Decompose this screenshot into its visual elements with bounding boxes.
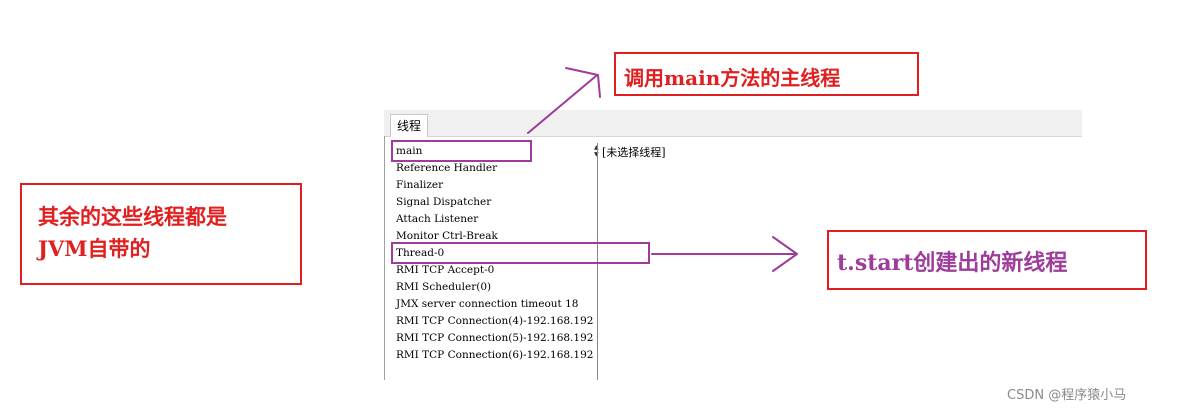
thread-item-rmi-tcp-accept[interactable]: RMI TCP Accept-0: [396, 264, 495, 276]
thread-item-rmi-scheduler[interactable]: RMI Scheduler(0): [396, 281, 492, 293]
split-pane-divider[interactable]: [597, 143, 598, 380]
thread-item-signal-dispatcher[interactable]: Signal Dispatcher: [396, 196, 492, 208]
thread-item-finalizer[interactable]: Finalizer: [396, 179, 444, 191]
callout-new-thread-text: t.start创建出的新线程: [837, 250, 1068, 276]
watermark: CSDN @程序猿小马: [1007, 388, 1127, 403]
tab-threads[interactable]: 线程: [390, 114, 429, 137]
tab-bar: 线程: [384, 110, 1082, 137]
thread-item-monitor-ctrl-break[interactable]: Monitor Ctrl-Break: [396, 230, 498, 242]
arrow-head-new-thread-callout: [772, 236, 798, 272]
callout-jvm-threads-line2: JVM自带的: [38, 236, 151, 261]
callout-new-thread: t.start创建出的新线程: [827, 230, 1147, 290]
thread-item-main[interactable]: main: [396, 145, 423, 157]
thread-item-jmx-timeout[interactable]: JMX server connection timeout 18: [396, 298, 579, 310]
thread-list: main Reference Handler Finalizer Signal …: [396, 143, 601, 364]
thread-item-rmi-connection-4[interactable]: RMI TCP Connection(4)-192.168.192: [396, 315, 594, 327]
callout-main-thread-text: 调用main方法的主线程: [624, 66, 841, 90]
thread-item-reference-handler[interactable]: Reference Handler: [396, 162, 498, 174]
thread-item-thread-0[interactable]: Thread-0: [396, 247, 445, 259]
callout-main-thread: 调用main方法的主线程: [614, 52, 919, 96]
panel-border: [384, 136, 385, 380]
thread-item-attach-listener[interactable]: Attach Listener: [396, 213, 479, 225]
callout-jvm-threads-line1: 其余的这些线程都是: [38, 204, 227, 229]
splitter-arrows-icon[interactable]: ▲▼: [594, 144, 600, 158]
callout-jvm-threads: 其余的这些线程都是 JVM自带的: [20, 183, 302, 285]
thread-item-rmi-connection-6[interactable]: RMI TCP Connection(6)-192.168.192: [396, 349, 594, 361]
arrow-to-main-callout: [527, 75, 597, 134]
highlight-thread-0: [391, 242, 650, 264]
thread-detail-text: [未选择线程]: [602, 146, 666, 159]
arrow-head-main-callout: [565, 67, 601, 98]
highlight-main: [391, 140, 532, 162]
thread-item-rmi-connection-5[interactable]: RMI TCP Connection(5)-192.168.192: [396, 332, 594, 344]
